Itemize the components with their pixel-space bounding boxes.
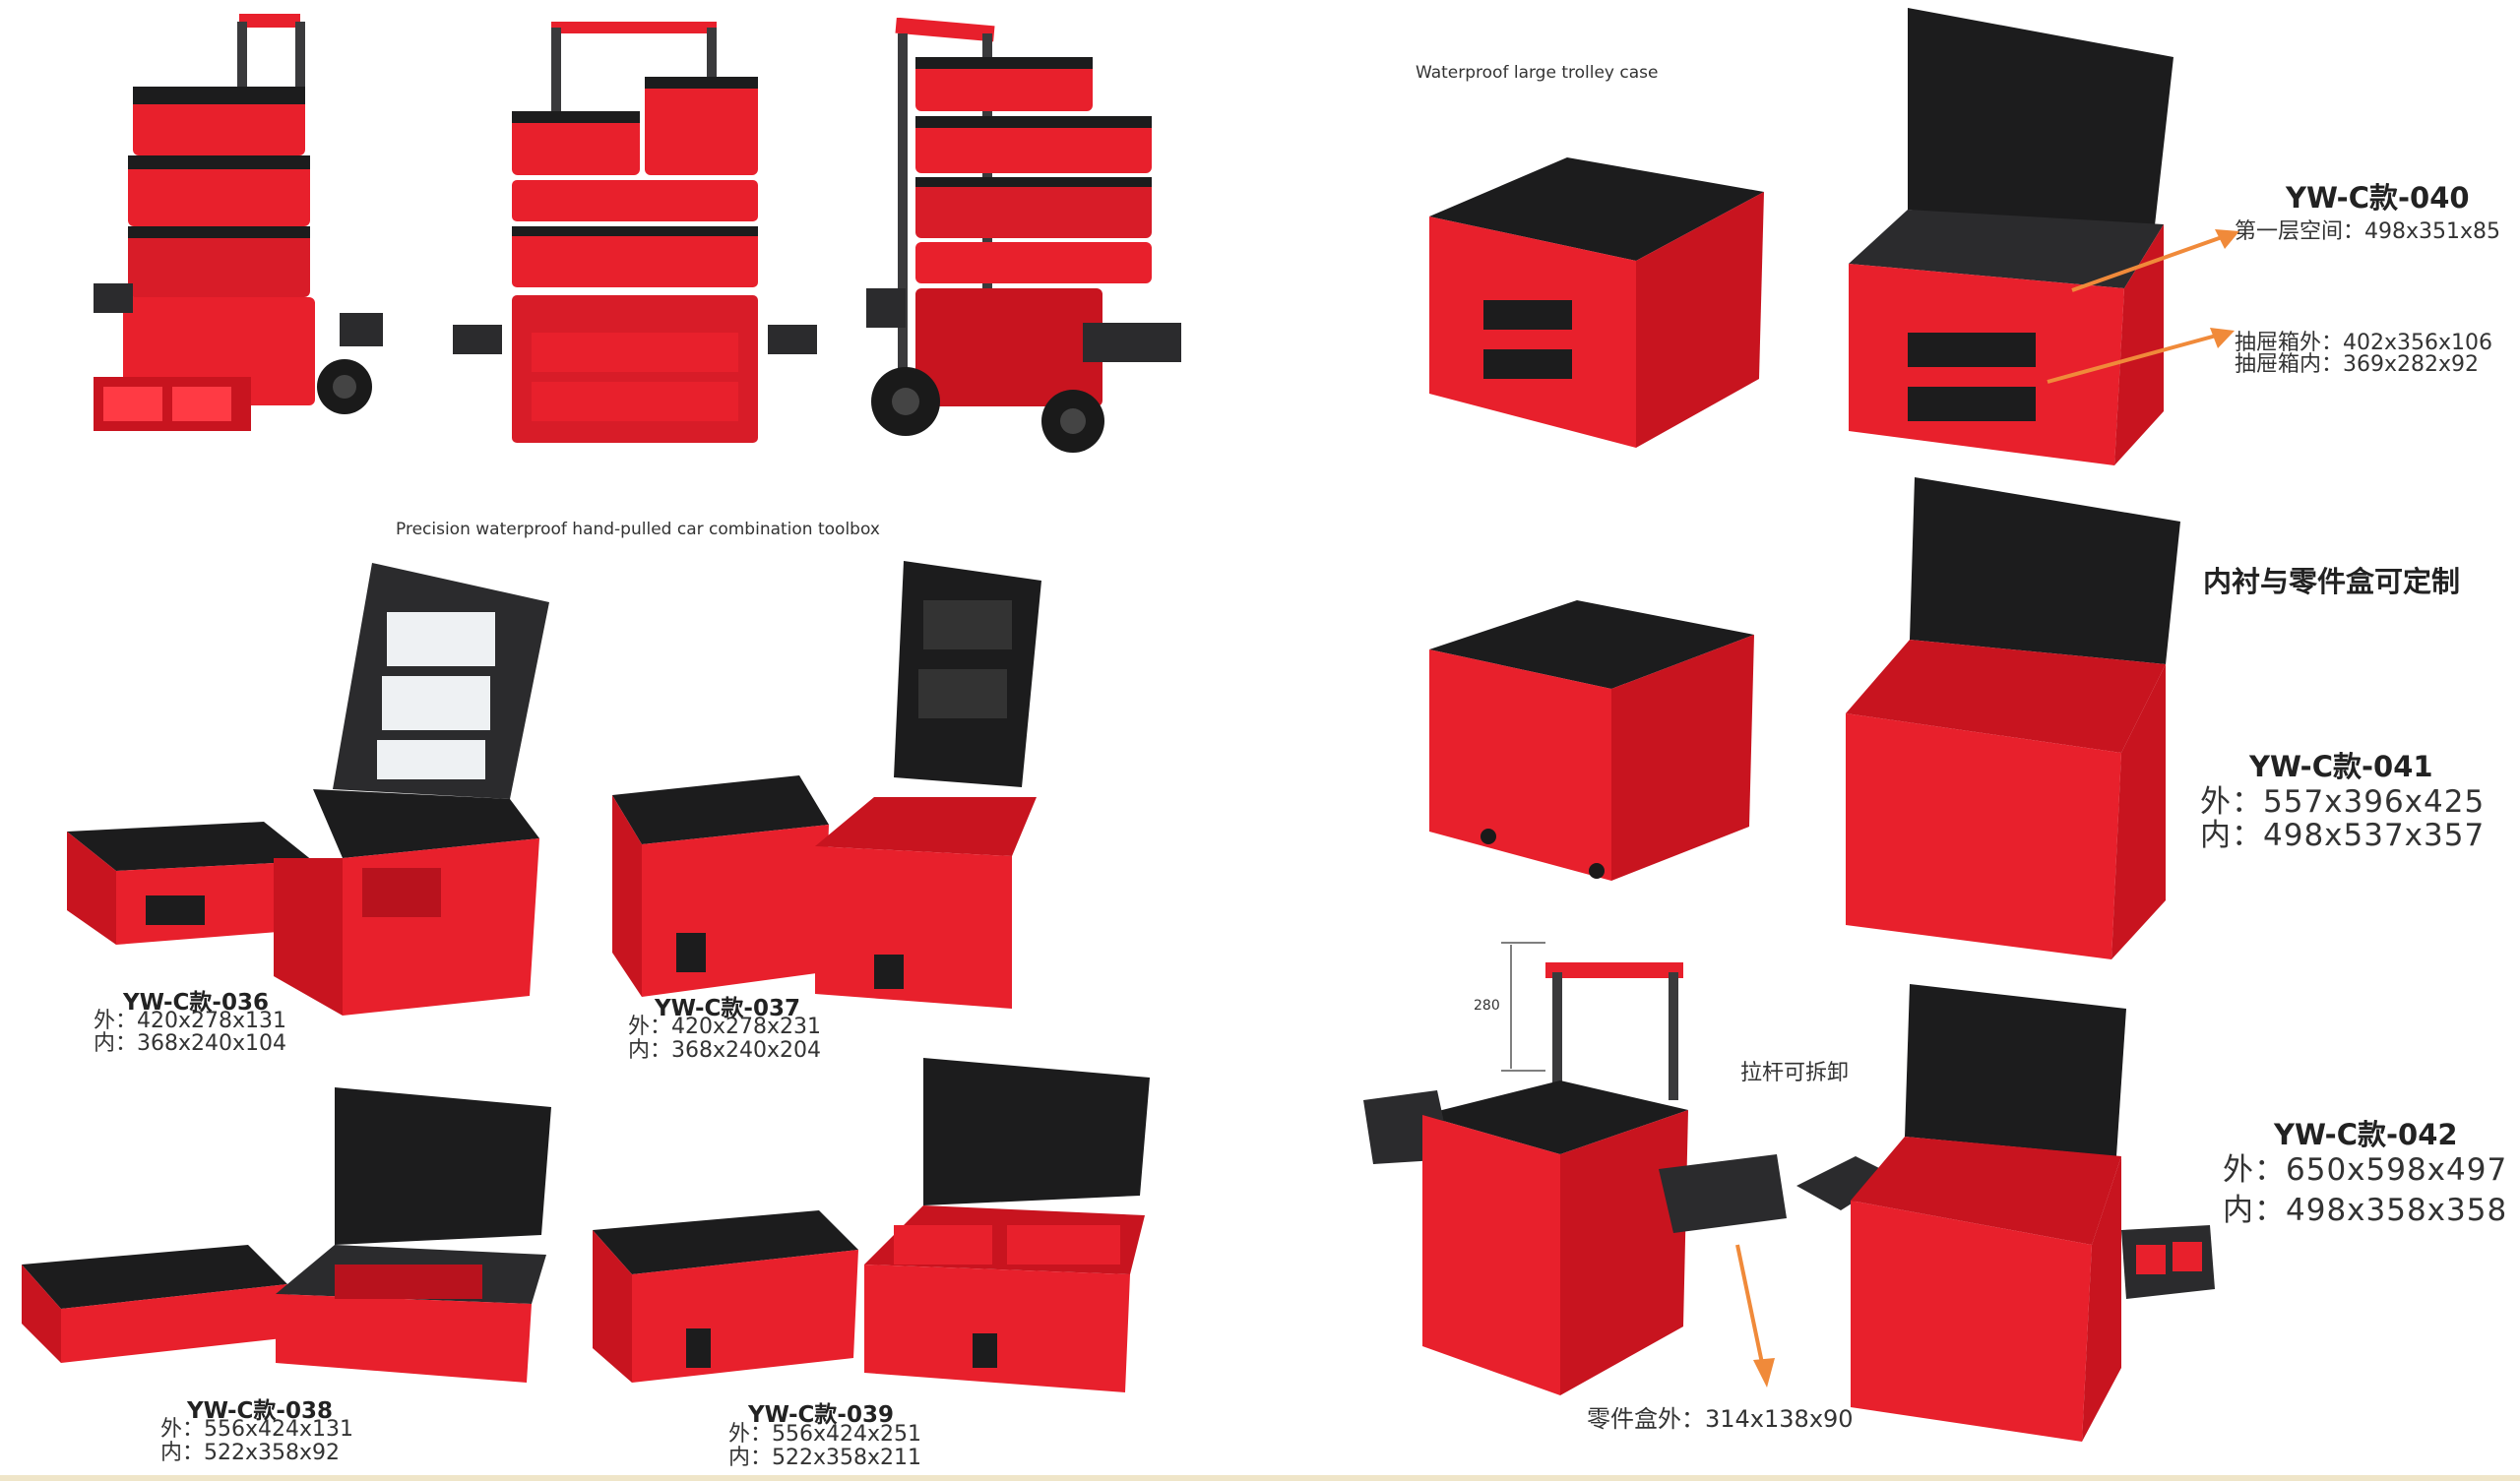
spec-039-outer: 外：556x424x251: [728, 1422, 922, 1447]
case-041-closed: [1429, 600, 1754, 881]
arrow-040-drawer: [2047, 328, 2235, 384]
model-036: YW-C款-036: [123, 990, 269, 1016]
case-040-closed: [1429, 157, 1764, 448]
spec-041-inner: 内：498x537x357: [2200, 818, 2486, 853]
model-042: YW-C款-042: [2274, 1118, 2458, 1151]
case-040-open: [1849, 8, 2174, 465]
spec-040-drawer-outer: 抽屉箱外：402x356x106: [2235, 331, 2493, 355]
model-038: YW-C款-038: [187, 1398, 333, 1424]
stacked-trolley-side: [866, 18, 1181, 453]
spec-037-outer: 外：420x278x231: [628, 1015, 822, 1039]
model-039: YW-C款-039: [748, 1402, 894, 1428]
spec-040-drawer-inner: 抽屉箱内：369x282x92: [2235, 352, 2480, 377]
spec-041-outer: 外：557x396x425: [2200, 784, 2486, 820]
case-041-open: [1846, 477, 2180, 959]
spec-038-inner: 内：522x358x92: [160, 1441, 341, 1465]
model-041: YW-C款-041: [2249, 750, 2433, 783]
bottom-strip: [0, 1475, 2520, 1481]
case-039-closed: [593, 1210, 858, 1383]
case-037-open: [815, 561, 1041, 1009]
spec-040-layer: 第一层空间：498x351x85: [2235, 219, 2501, 244]
case-042-open: [1796, 984, 2215, 1442]
spec-042-inner: 内：498x358x358: [2223, 1193, 2508, 1228]
right-caption: Waterproof large trolley case: [1416, 63, 1659, 83]
case-042-trolley: 280: [1363, 942, 1787, 1395]
case-036-closed: [67, 822, 313, 945]
parts-box-size: 零件盒外：314x138x90: [1587, 1405, 1854, 1433]
left-caption: Precision waterproof hand-pulled car com…: [396, 520, 880, 539]
arrow-040-layer: [2071, 229, 2239, 292]
model-037: YW-C款-037: [655, 996, 800, 1021]
case-036-open: [274, 563, 549, 1016]
case-038-open: [276, 1087, 551, 1383]
spec-036-inner: 内：368x240x104: [94, 1031, 287, 1056]
spec-036-outer: 外：420x278x131: [94, 1009, 287, 1033]
model-040: YW-C款-040: [2286, 181, 2470, 215]
spec-037-inner: 内：368x240x204: [628, 1038, 822, 1063]
stacked-trolley-front-angle: [94, 14, 383, 431]
spec-039-inner: 内：522x358x211: [728, 1446, 922, 1470]
spec-038-outer: 外：556x424x131: [160, 1417, 354, 1442]
case-037-closed: [612, 775, 829, 997]
case-038-closed: [22, 1245, 287, 1363]
stacked-trolley-front: [453, 22, 817, 443]
dim-280-label: 280: [1474, 998, 1500, 1014]
customizable-note: 内衬与零件盒可定制: [2203, 565, 2461, 598]
handle-detachable-note: 拉杆可拆卸: [1740, 1061, 1850, 1085]
arrow-042-parts-box: [1735, 1244, 1775, 1388]
case-039-open: [864, 1058, 1150, 1392]
spec-042-outer: 外：650x598x497: [2223, 1152, 2508, 1188]
